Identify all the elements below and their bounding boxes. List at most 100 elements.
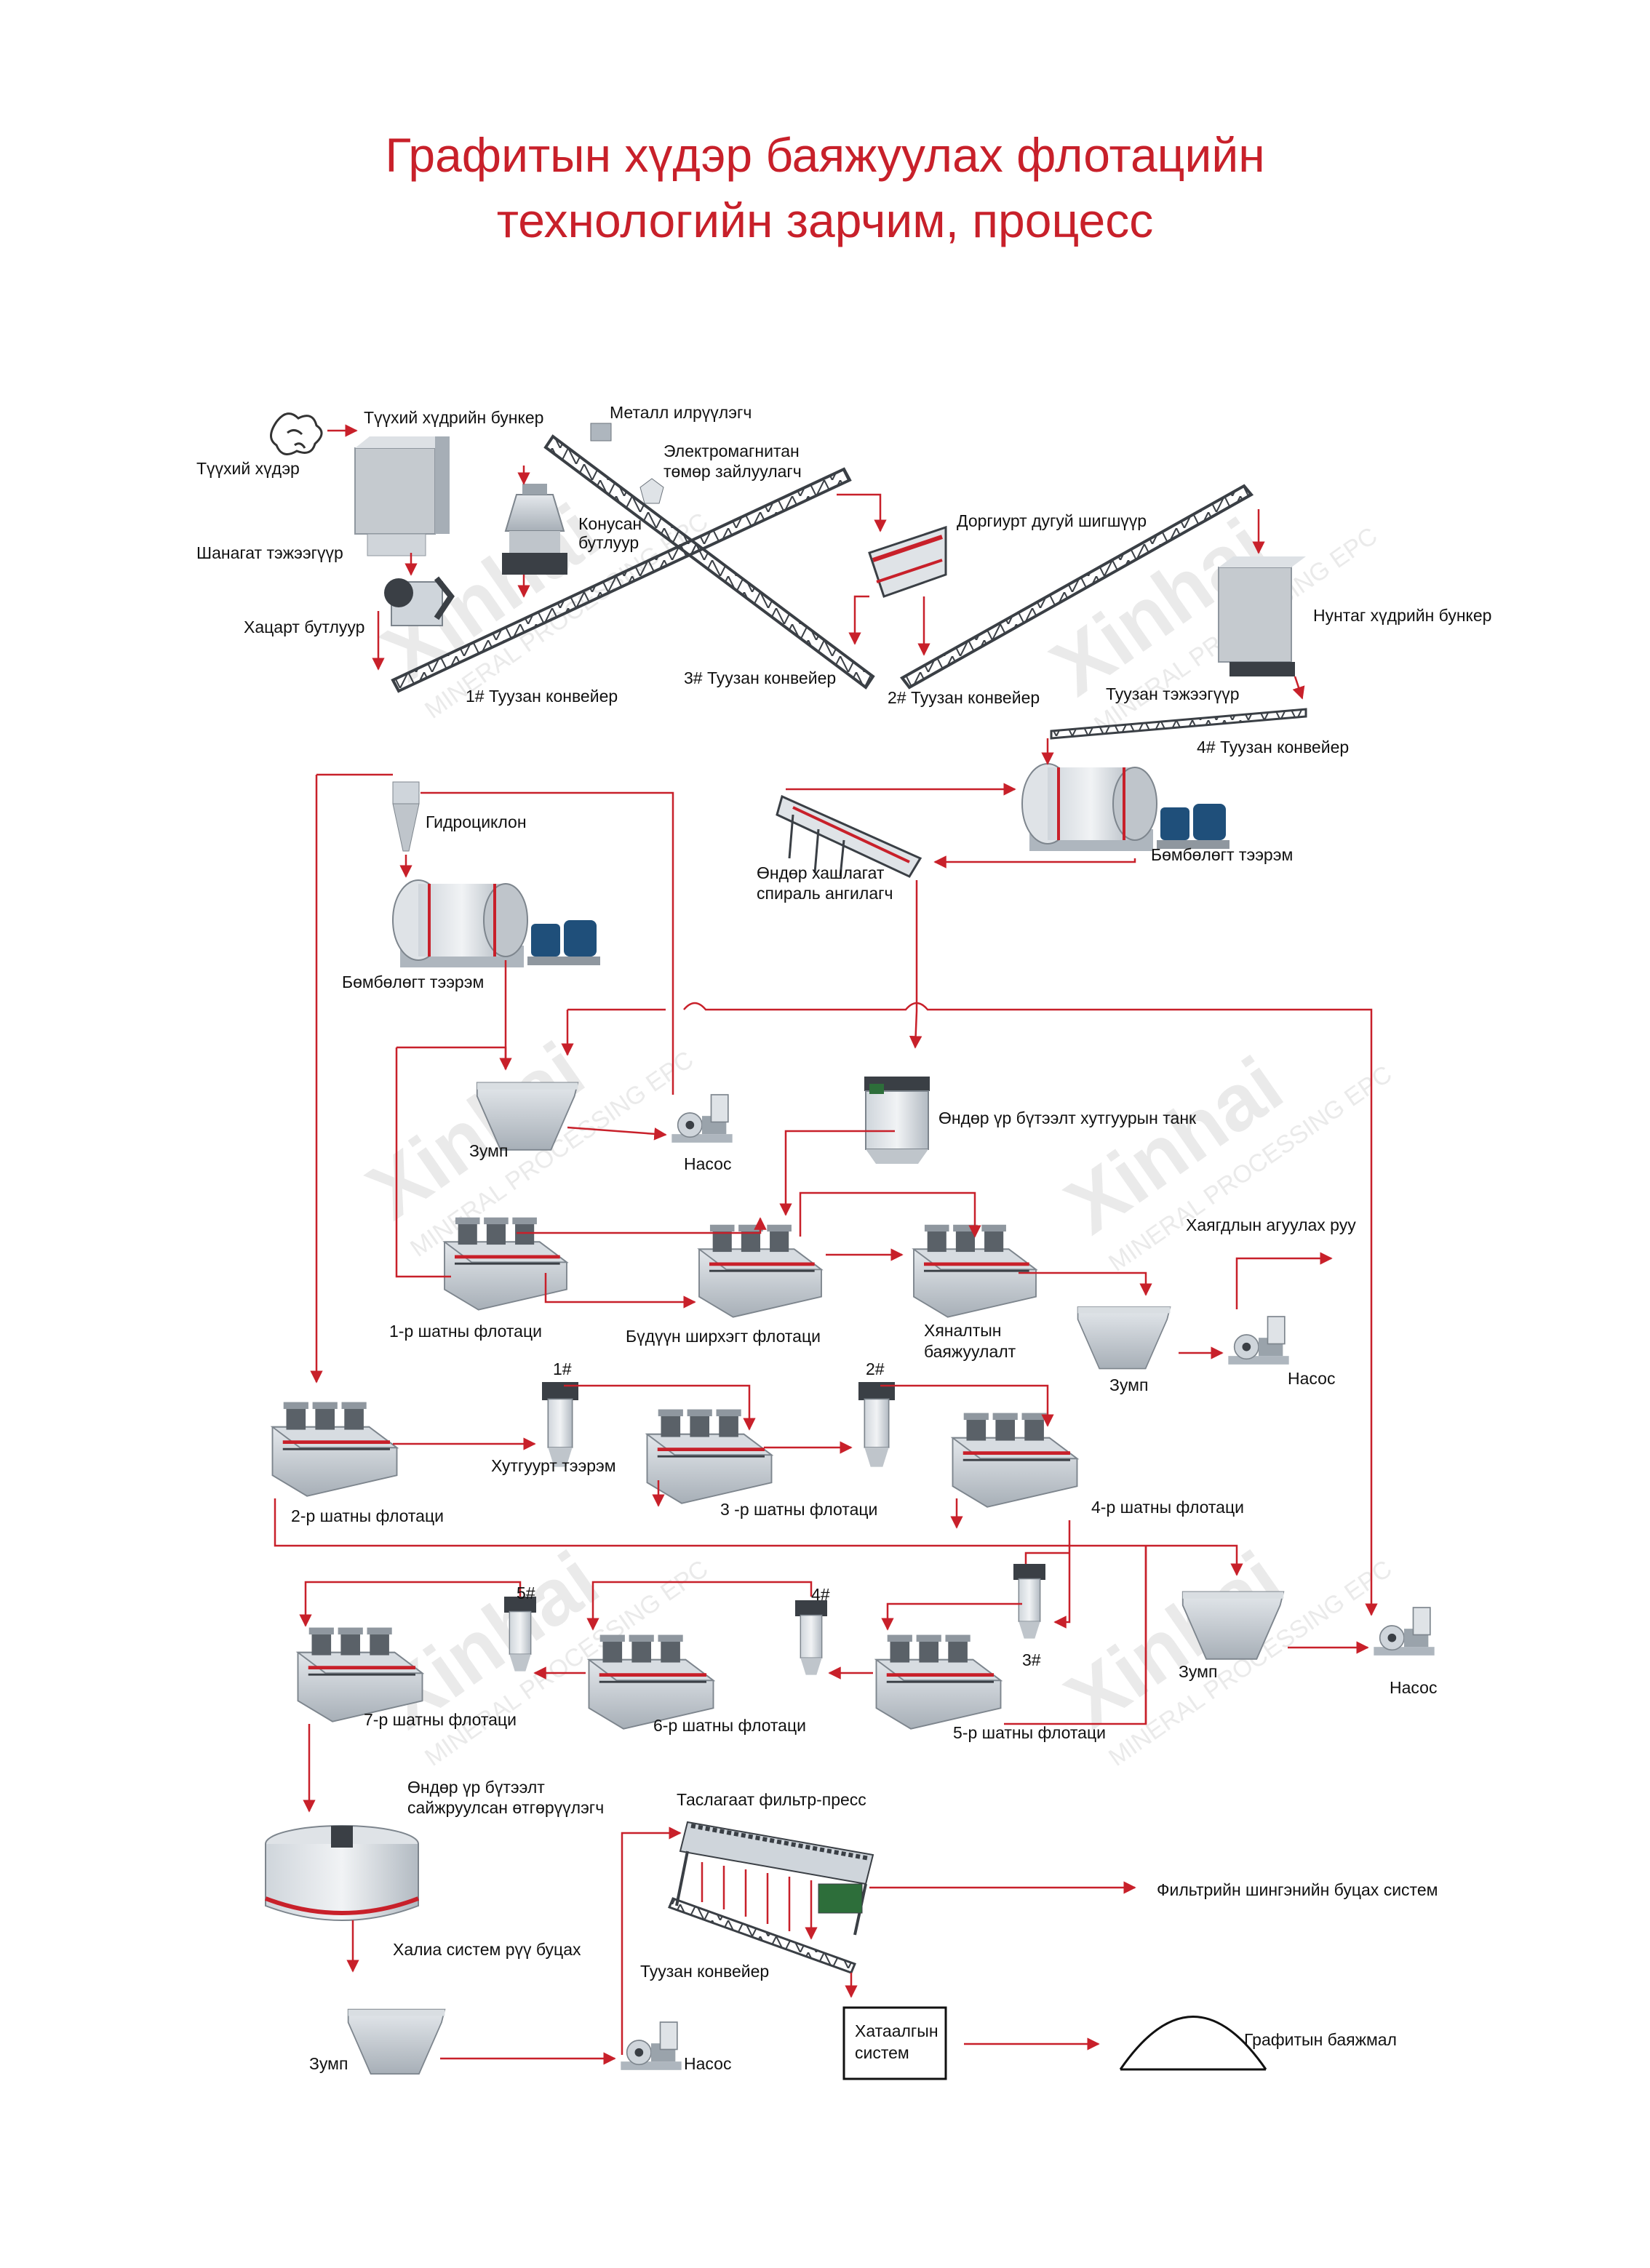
stirred-mill-4 [794, 1600, 828, 1676]
label-mark-1: 1# [553, 1359, 572, 1378]
raw-ore-icon [270, 412, 323, 455]
label-scav-2: баяжуулалт [924, 1342, 1016, 1361]
stirred-mill-1 [541, 1382, 579, 1468]
label-conv2: 2# Туузан конвейер [888, 688, 1040, 707]
label-concentrate: Графитын баяжмал [1244, 2030, 1397, 2049]
label-raw-bunker: Түүхий хүдрийн бункер [364, 408, 543, 427]
concentrate-pile [1119, 2016, 1267, 2071]
label-metal-detector: Металл илрүүлэгч [610, 403, 752, 422]
jaw-crusher [384, 576, 455, 626]
flotation-cell-1 [445, 1218, 567, 1310]
label-pump-3: Насос [1390, 1678, 1437, 1697]
label-thickener-1: Өндөр үр бүтээлт [407, 1778, 545, 1797]
label-vib-feeder: Шанагат тэжээгүүр [196, 543, 343, 562]
label-jaw-crusher: Хацарт бутлуур [244, 618, 364, 636]
label-filtrate-return: Фильтрийн шингэнийн буцах систем [1157, 1880, 1438, 1899]
spiral-classifier [776, 794, 922, 878]
conveyor-3 [543, 434, 875, 690]
label-tailings: Хаягдлын агуулах руу [1186, 1215, 1356, 1234]
pump-4 [620, 2021, 682, 2071]
label-belt-feeder: Туузан тэжээгүүр [1106, 684, 1240, 703]
label-filter-press: Таслагаат фильтр-пресс [677, 1790, 866, 1809]
label-magnet-1: Электромагнитан [663, 442, 800, 460]
label-raw-ore: Түүхий хүдэр [196, 459, 300, 478]
labels: Түүхий хүдэр Түүхий хүдрийн бункер Шанаг… [196, 403, 1491, 2073]
stirred-mill-3 [1013, 1564, 1046, 1640]
pump-2 [1227, 1316, 1290, 1365]
ball-mill-1 [391, 879, 602, 969]
label-cone-2: бутлуур [578, 533, 639, 552]
drying-system-box [842, 2006, 947, 2080]
label-flot-3: 3 -р шатны флотаци [720, 1500, 877, 1519]
label-sump-2: Зумп [1109, 1375, 1148, 1394]
title-line-1: Графитын хүдэр баяжуулах флотацийн [385, 128, 1265, 182]
page-title: Графитын хүдэр баяжуулах флотацийн техно… [0, 122, 1650, 253]
label-ball-mill-2: Бөмбөлөгт тээрэм [1151, 845, 1293, 864]
label-flot-2: 2-р шатны флотаци [291, 1506, 444, 1525]
label-conv1: 1# Туузан конвейер [466, 687, 618, 706]
label-thickener-2: сайжруулсан өтгөрүүлэгч [407, 1798, 604, 1817]
conveyor-2 [900, 484, 1254, 690]
conveyor-4 [1050, 708, 1307, 740]
label-rough-flot: Бүдүүн ширхэгт флотаци [626, 1327, 821, 1346]
raw-ore-bunker [354, 436, 450, 556]
metal-detector [590, 423, 612, 442]
label-drying-2: систем [855, 2043, 909, 2062]
label-mark-5: 5# [517, 1584, 535, 1602]
label-flot-6: 6-р шатны флотаци [653, 1716, 806, 1735]
flotation-cell-3 [647, 1410, 772, 1504]
flow-lines [274, 424, 1378, 2065]
label-pump-2: Насос [1288, 1369, 1335, 1388]
label-spiral-2: спираль ангилагч [757, 884, 893, 903]
label-flot-5: 5-р шатны флотаци [953, 1723, 1106, 1742]
electromagnetic-iron-remover [639, 478, 664, 504]
title-line-2: технологийн зарчим, процесс [496, 193, 1154, 247]
label-stirred-mill: Хутгуурт тээрэм [491, 1456, 616, 1475]
flotation-cell-2 [273, 1402, 397, 1496]
filter-press [675, 1821, 874, 1936]
cone-crusher [502, 484, 567, 575]
sump-2 [1077, 1306, 1171, 1370]
label-fine-bunker: Нунтаг хүдрийн бункер [1313, 606, 1491, 625]
flotation-cell-6 [589, 1635, 714, 1729]
label-drying-1: Хатаалгын [855, 2021, 938, 2040]
pump-1 [671, 1094, 733, 1143]
label-water-return: Халиа систем рүү буцах [393, 1940, 581, 1959]
vibrating-screen [868, 525, 947, 598]
label-flot-1: 1-р шатны флотаци [389, 1322, 542, 1341]
label-pump-4: Насос [684, 2054, 731, 2073]
pump-3 [1373, 1607, 1435, 1656]
label-vib-screen: Доргиурт дугуй шигшүүр [957, 511, 1147, 530]
flotation-cell-rougher [699, 1225, 821, 1317]
label-spiral-1: Өндөр хашлагат [757, 863, 885, 882]
stirred-mill-2 [858, 1382, 896, 1468]
label-conv4: 4# Туузан конвейер [1197, 738, 1349, 756]
label-sump-1: Зумп [469, 1141, 508, 1160]
label-hydrocyclone: Гидроциклон [426, 812, 527, 831]
label-agitation-tank: Өндөр үр бүтээлт хутгуурын танк [938, 1109, 1197, 1127]
label-cone-1: Конусан [578, 514, 642, 533]
fine-ore-bunker [1218, 556, 1306, 676]
label-ball-mill-1: Бөмбөлөгт тээрэм [342, 973, 484, 991]
flotation-cell-5 [877, 1635, 1001, 1729]
thickener [264, 1825, 420, 1921]
label-mark-3: 3# [1022, 1650, 1041, 1669]
label-conveyor-bottom: Туузан конвейер [640, 1962, 769, 1981]
label-flot-4: 4-р шатны флотаци [1091, 1498, 1244, 1517]
agitation-tank [864, 1077, 930, 1164]
label-sump-4: Зумп [309, 2054, 348, 2073]
flotation-cell-scavenger [914, 1225, 1036, 1317]
flotation-cell-4 [953, 1413, 1077, 1507]
label-magnet-2: төмөр зайлуулагч [663, 462, 802, 481]
label-sump-3: Зумп [1179, 1662, 1217, 1681]
sump-4 [347, 2008, 446, 2075]
hydrocyclone [392, 781, 420, 852]
ball-mill-2 [1021, 762, 1231, 853]
label-flot-7: 7-р шатны флотаци [364, 1710, 517, 1729]
label-pump-1: Насос [684, 1154, 731, 1173]
label-mark-2: 2# [866, 1359, 885, 1378]
label-scav-1: Хяналтын [924, 1321, 1001, 1340]
label-mark-4: 4# [811, 1585, 830, 1604]
label-conv3: 3# Туузан конвейер [684, 668, 836, 687]
